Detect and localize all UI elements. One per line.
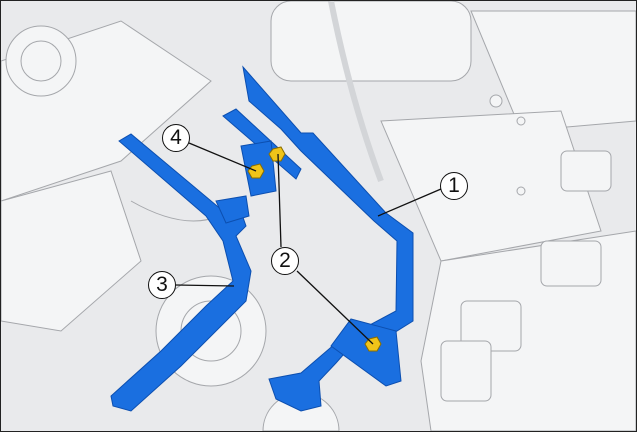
duct-3[interactable]: [110, 133, 252, 412]
duct-1[interactable]: [222, 65, 414, 412]
leader-lines: [175, 142, 442, 345]
callout-3: 3: [148, 271, 176, 299]
nut-2-upper[interactable]: [268, 146, 286, 162]
callout-4: 4: [162, 124, 190, 152]
callout-2: 2: [271, 247, 299, 275]
callout-1: 1: [440, 172, 468, 200]
